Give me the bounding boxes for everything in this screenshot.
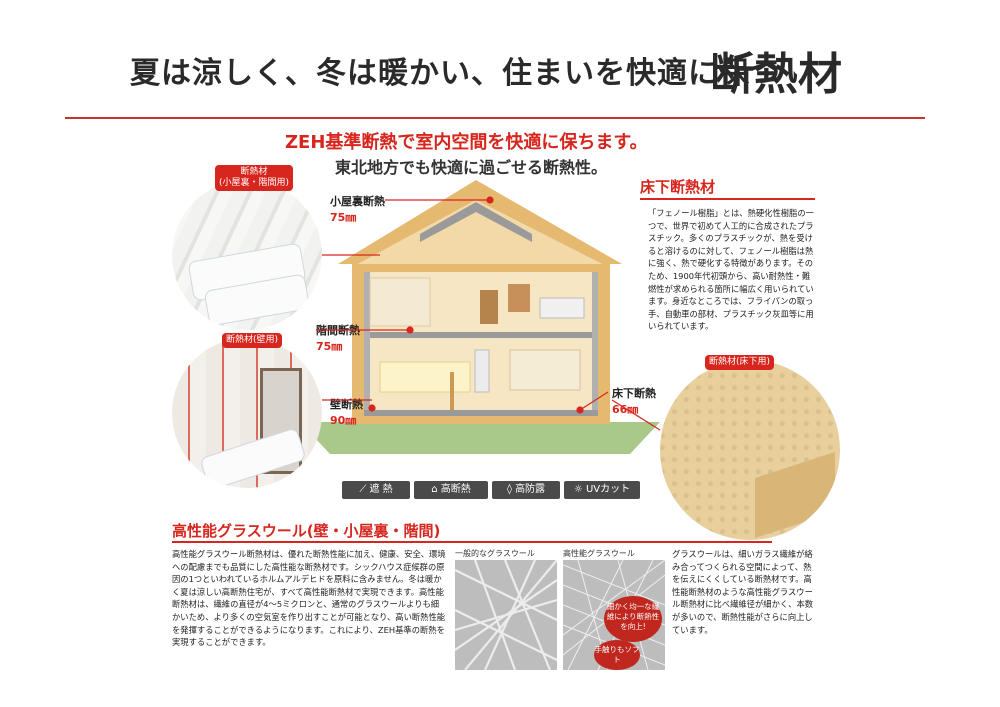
- attic-insulation-photo: [172, 180, 322, 330]
- badge-heat-shield: ⟋ 遮 熱: [342, 481, 410, 499]
- drop-icon: ◊: [506, 484, 516, 495]
- fiber-texture: [455, 560, 557, 670]
- badge-uv-cut: ☼ UVカット: [564, 481, 640, 499]
- house-icon: ⌂: [431, 484, 441, 495]
- sun-icon: ☼: [573, 484, 586, 495]
- page-title-emphasis: 断熱材: [710, 49, 842, 100]
- page-title: 夏は涼しく、冬は暖かい、住まいを快適に保つ: [130, 56, 781, 91]
- glasswool-title: 高性能グラスウール(壁・小屋裏・階間): [172, 522, 441, 540]
- attic-insulation: [420, 202, 532, 242]
- interfloor-insulation: [364, 332, 598, 338]
- heat-shield-icon: ⟋: [359, 484, 370, 495]
- high-glasswool-label: 高性能グラスウール: [563, 549, 635, 558]
- attic-insulation-label: 断熱材 (小屋裏・階間用): [215, 165, 294, 191]
- general-glasswool-label: 一般的なグラスウール: [455, 549, 535, 558]
- glasswool-title-bar: [172, 541, 772, 543]
- lawn: [300, 422, 660, 454]
- underfloor-title: 床下断熱材: [640, 178, 716, 196]
- headline: ZEH基準断熱で室内空間を快適に保ちます。: [285, 132, 648, 153]
- glasswool-explanation: グラスウールは、細いガラス繊維が絡み合ってつくられる空間によって、熱を伝えにくく…: [672, 549, 814, 635]
- floor-insulation-photo: [660, 360, 840, 540]
- header-divider: [65, 117, 925, 119]
- wall-insulation-label: 断熱材(壁用): [222, 333, 283, 348]
- glasswool-description: 高性能グラスウール断熱材は、優れた断熱性能に加え、健康、安全、環境への配慮までも…: [172, 549, 446, 648]
- fine-fiber-bubble: 細かく均一な繊維により断熱性を向上!: [604, 596, 662, 642]
- general-glasswool-photo: [455, 560, 557, 670]
- subheadline: 東北地方でも快適に過ごせる断熱性。: [335, 158, 608, 177]
- underfloor-description: 「フェノール樹脂」とは、熱硬化性樹脂の一つで、世界で初めて人工的に合成されたプラ…: [648, 208, 814, 332]
- floor-insulation: [364, 410, 598, 416]
- soft-touch-bubble: 手触りもソフト: [594, 640, 640, 670]
- wall-insulation-photo: [172, 338, 322, 488]
- house-illustration: [300, 180, 660, 454]
- floor-insulation-label: 断熱材(床下用): [705, 355, 775, 370]
- badge-anti-condensation: ◊ 高防露: [492, 481, 560, 499]
- wall-insulation: [364, 272, 370, 412]
- roof-frame: [338, 180, 622, 264]
- badge-high-insulation: ⌂ 高断熱: [414, 481, 488, 499]
- underfloor-title-bar: [640, 198, 815, 200]
